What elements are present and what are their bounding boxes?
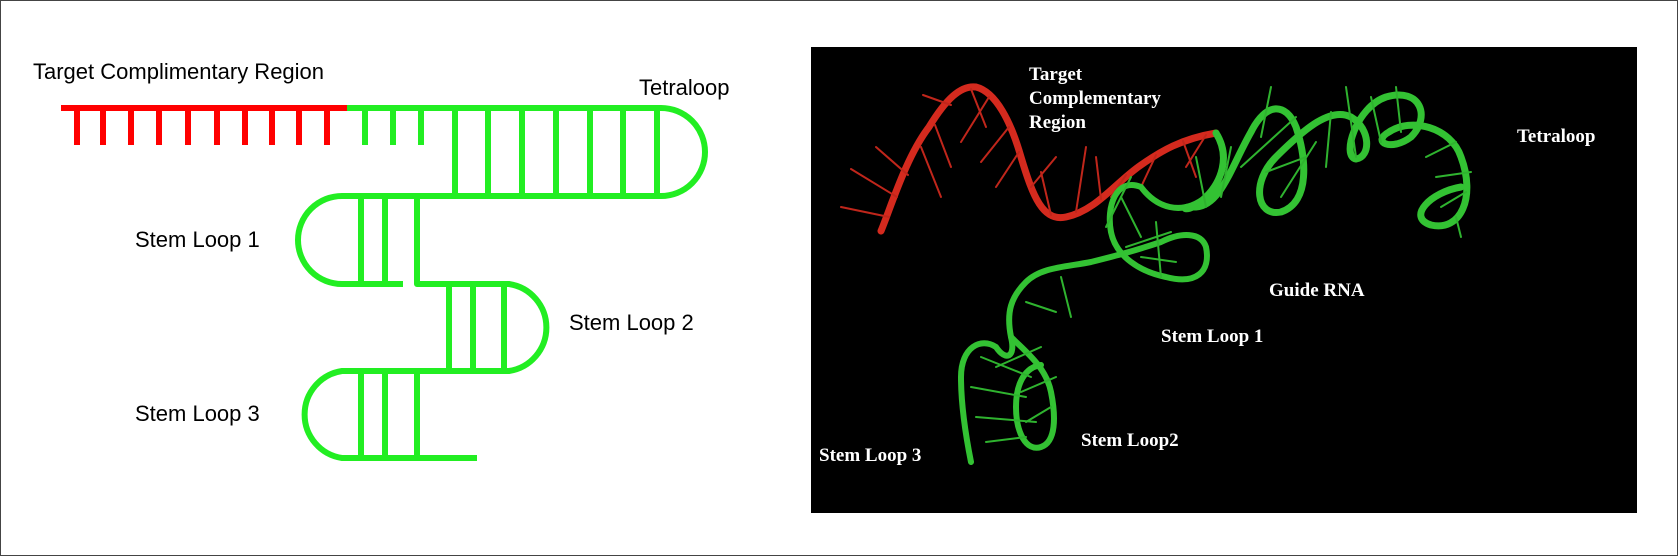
stem-loop-1-shape: [295, 193, 403, 287]
guide-rna-strand: [295, 105, 708, 461]
stem-loop-2-label: Stem Loop 2: [569, 310, 694, 335]
tertiary-structure-render: Target Complementary Region Tetraloop Gu…: [811, 47, 1637, 513]
target-region-ribbon: [840, 83, 1220, 235]
stem-loop-3-label: Stem Loop 3: [135, 401, 260, 426]
stem-loop-2-shape: [414, 196, 550, 374]
render-stem-loop-3-label: Stem Loop 3: [819, 445, 922, 466]
guide-rna-ribbon: [957, 86, 1472, 465]
target-region-label: Target Complimentary Region: [33, 59, 325, 84]
render-guide-rna-label: Guide RNA: [1269, 280, 1365, 301]
render-target-region-label-line-1: Target: [1029, 64, 1083, 85]
stem-loop-1-label: Stem Loop 1: [135, 227, 260, 252]
secondary-structure-schematic: [61, 105, 708, 461]
render-stem-loop-2-label: Stem Loop2: [1081, 430, 1179, 451]
render-target-region-label-line-2: Complementary: [1029, 88, 1161, 109]
tetraloop-label: Tetraloop: [639, 75, 730, 100]
stem-loop-3-shape: [301, 368, 477, 461]
target-region-strand: [61, 105, 347, 145]
render-stem-loop-1-label: Stem Loop 1: [1161, 326, 1264, 347]
render-target-region-label-line-3: Region: [1029, 112, 1086, 133]
render-tetraloop-label: Tetraloop: [1517, 126, 1596, 147]
rna-3d-model: [840, 83, 1472, 465]
